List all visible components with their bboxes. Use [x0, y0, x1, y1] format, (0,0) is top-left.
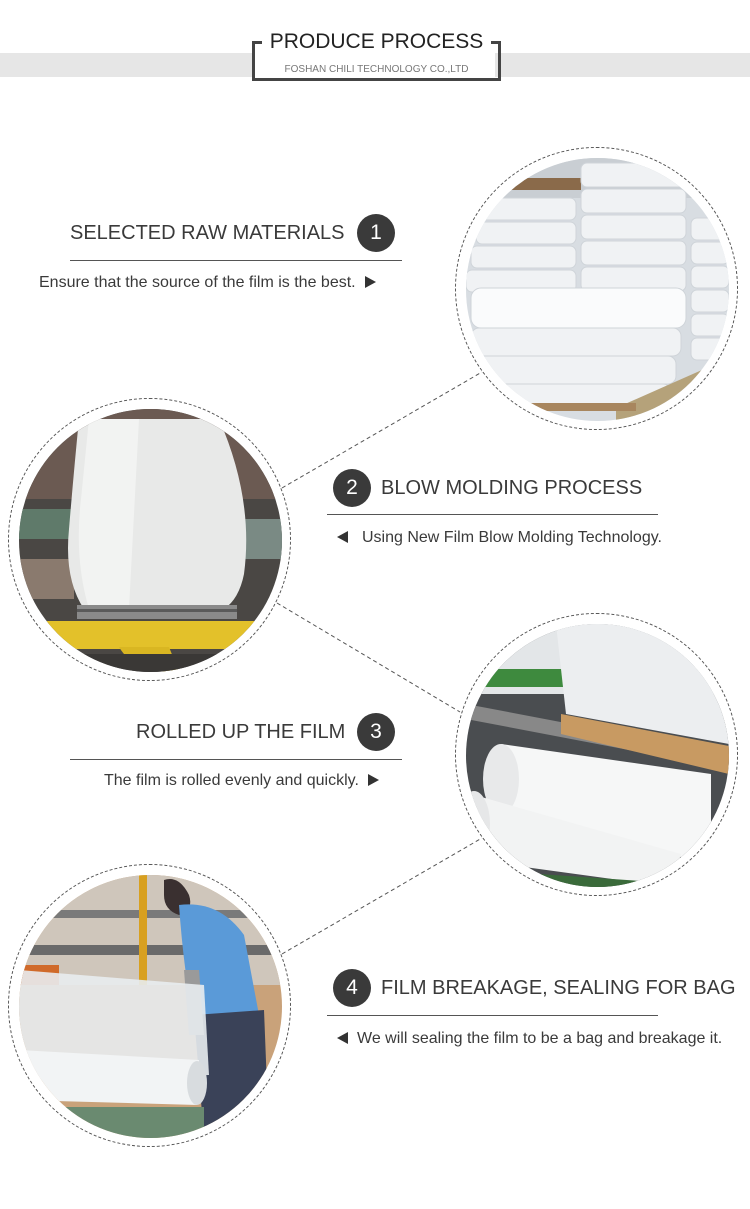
step-1-title: SELECTED RAW MATERIALS: [70, 222, 345, 244]
step-1-description: Ensure that the source of the film is th…: [39, 273, 376, 293]
header-box-frame: [252, 41, 501, 81]
film-blow-molding-machine-photo: [19, 409, 282, 672]
step-2-description-text: Using New Film Blow Molding Technology.: [362, 529, 662, 546]
worker-sealing-film-photo: [19, 875, 282, 1138]
step-4-image-frame: [8, 864, 291, 1147]
step-3-image-frame: [455, 613, 738, 896]
page-title: PRODUCE PROCESS: [252, 30, 501, 54]
step-2-image-frame: [8, 398, 291, 681]
left-triangle-icon: [337, 530, 348, 543]
step-1-divider: [70, 260, 402, 261]
step-2-number-badge: 2: [333, 469, 371, 507]
right-triangle-icon: [367, 773, 379, 786]
step-2-title: BLOW MOLDING PROCESS: [381, 477, 643, 499]
step-1-number-badge: 1: [357, 214, 395, 252]
company-name: FOSHAN CHILI TECHNOLOGY CO.,LTD: [284, 64, 469, 75]
step-3-description-text: The film is rolled evenly and quickly.: [104, 772, 359, 789]
step-1-description-text: Ensure that the source of the film is th…: [39, 274, 356, 291]
step-2-description: Using New Film Blow Molding Technology.: [337, 528, 662, 548]
step-3-number-badge: 3: [357, 713, 395, 751]
step-1-image-frame: [455, 147, 738, 430]
right-triangle-icon: [364, 275, 376, 288]
page-title-text: PRODUCE PROCESS: [267, 30, 486, 53]
film-rolls-on-machine-photo: [466, 624, 729, 887]
step-4-description-text: We will sealing the film to be a bag and…: [357, 1030, 723, 1047]
stacked-raw-material-bags-photo: [466, 158, 729, 421]
step-3-description: The film is rolled evenly and quickly.: [104, 771, 379, 791]
step-4-divider: [327, 1015, 658, 1016]
step-3-title: ROLLED UP THE FILM: [136, 721, 346, 743]
step-4-description: We will sealing the film to be a bag and…: [337, 1029, 722, 1049]
step-3-divider: [70, 759, 402, 760]
left-triangle-icon: [337, 1031, 348, 1044]
step-2-divider: [327, 514, 658, 515]
step-4-title: FILM BREAKAGE, SEALING FOR BAG: [381, 977, 736, 999]
header-box-fill: [255, 53, 495, 77]
step-4-number-badge: 4: [333, 969, 371, 1007]
